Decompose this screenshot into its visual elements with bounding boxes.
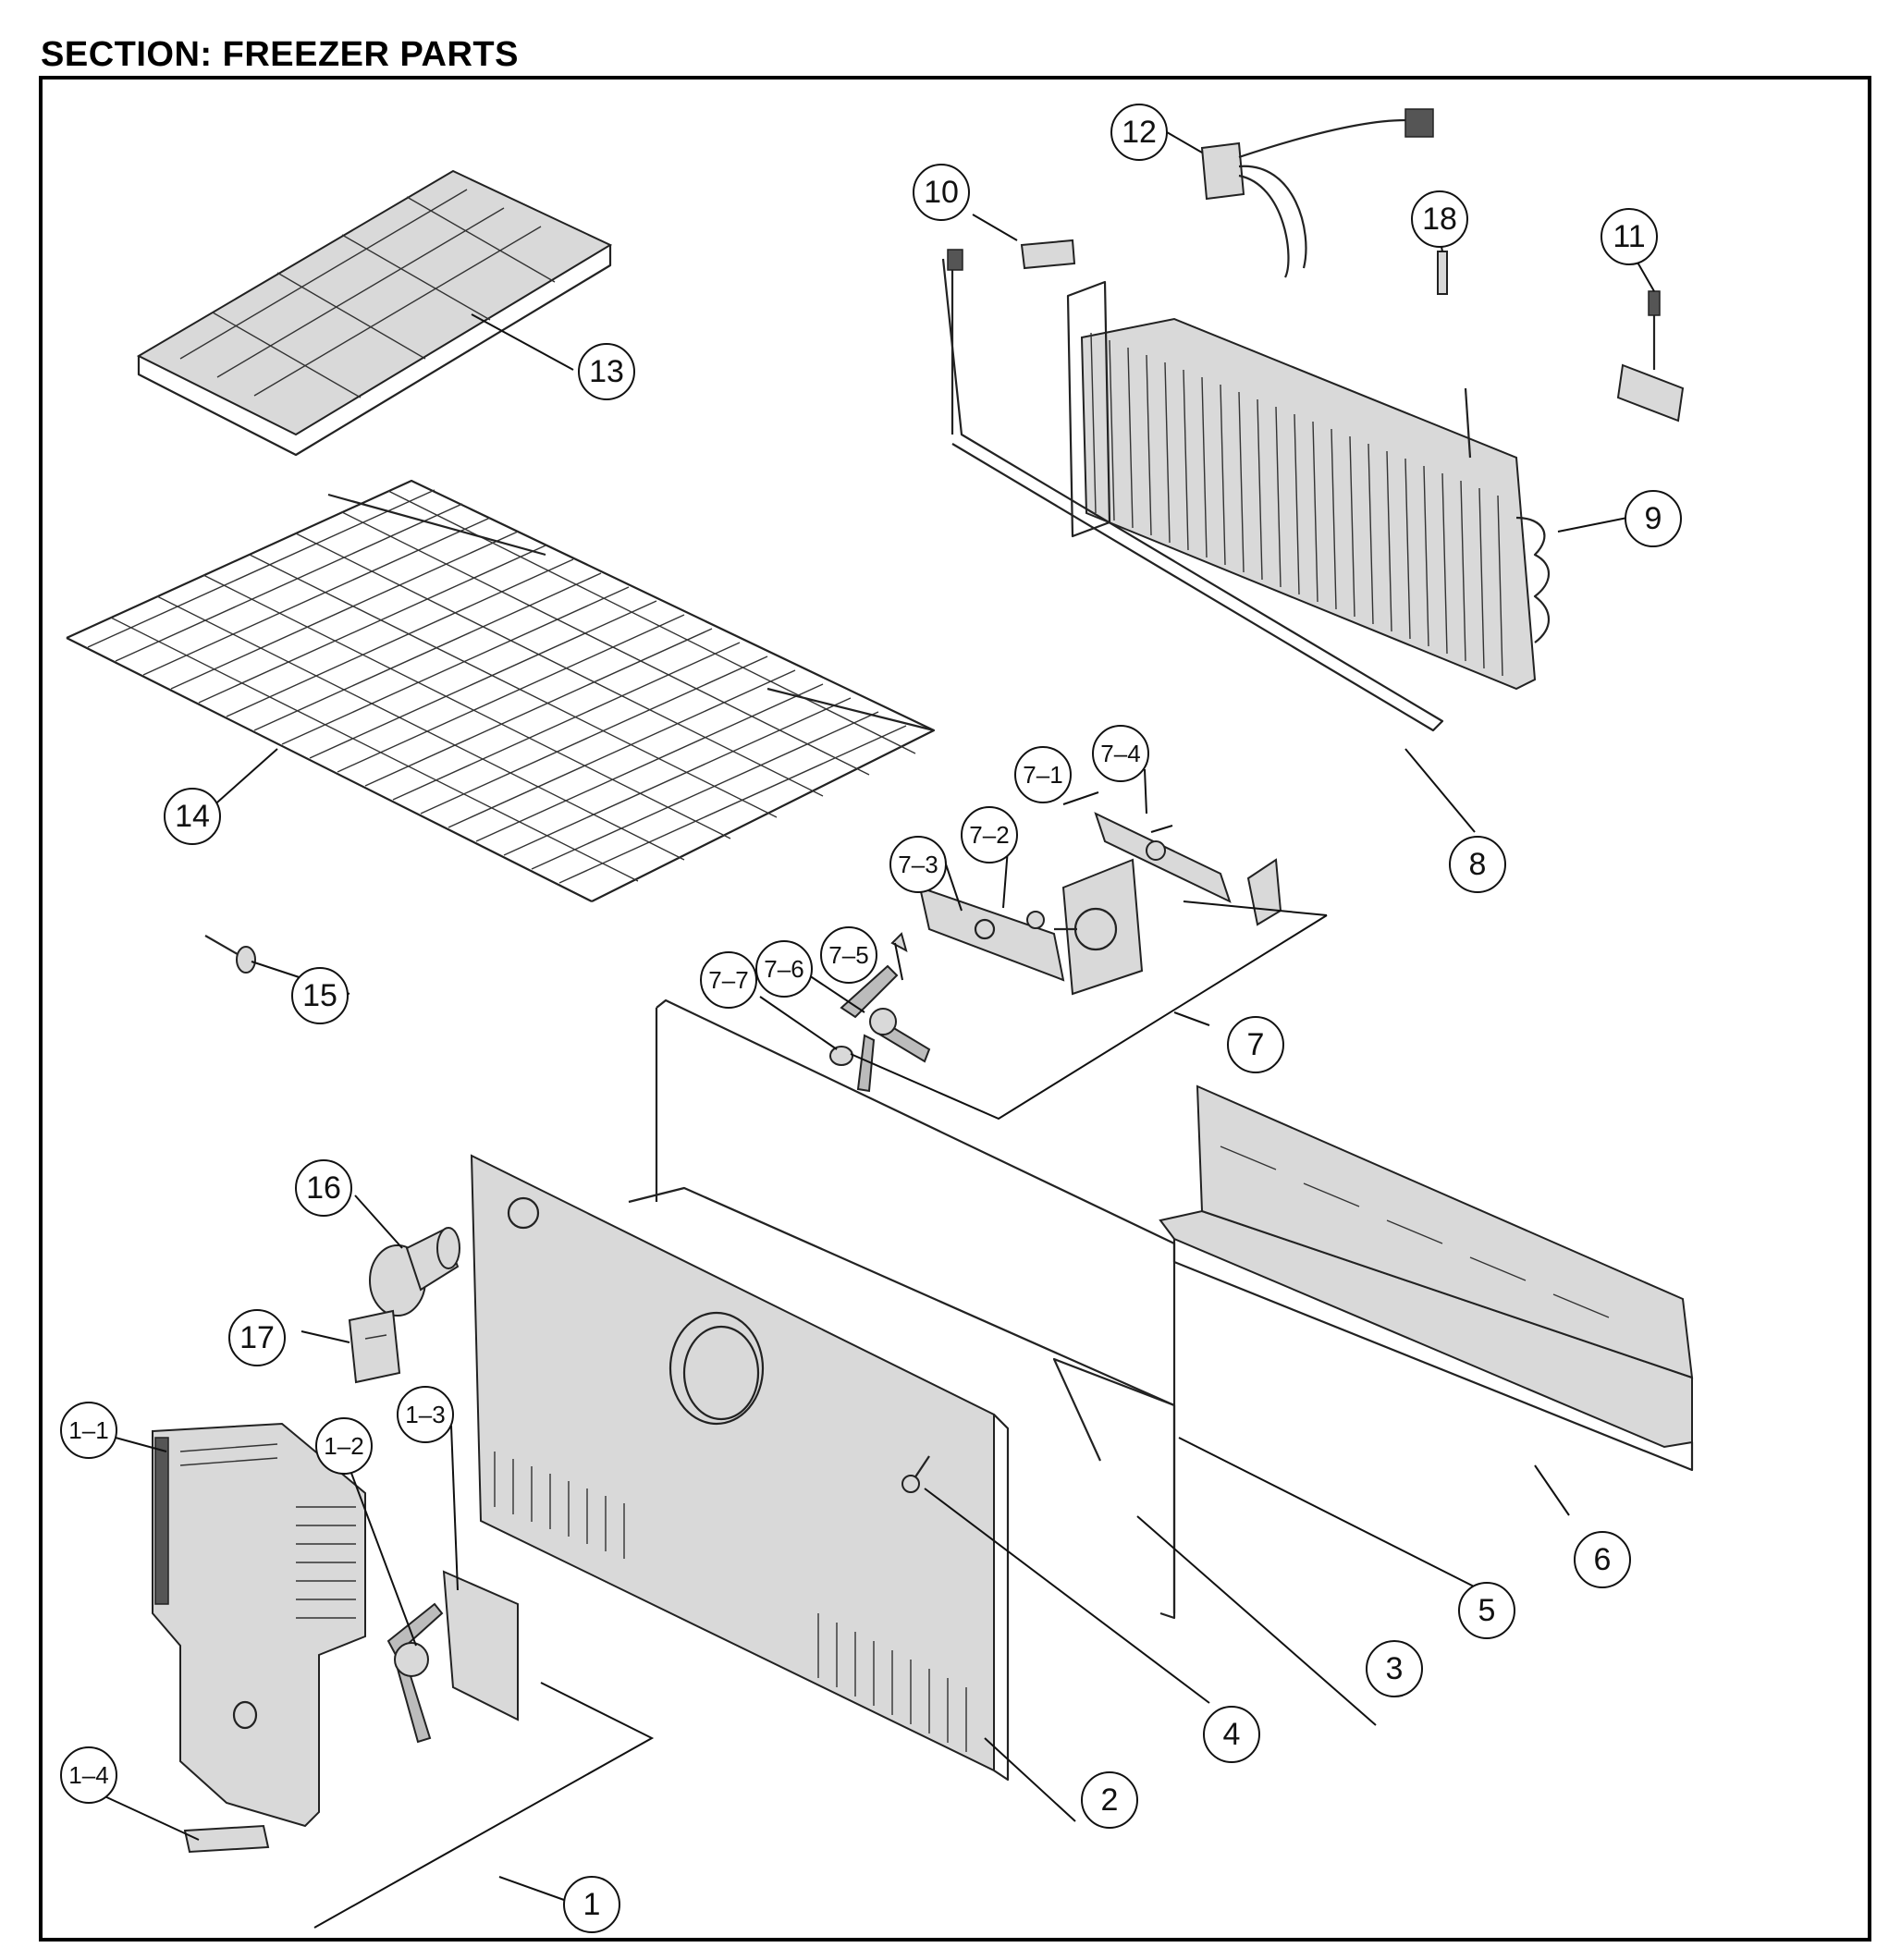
svg-text:7–1: 7–1 xyxy=(1023,761,1062,789)
ice-tray xyxy=(136,169,613,457)
svg-text:1: 1 xyxy=(583,1887,601,1922)
svg-text:7–2: 7–2 xyxy=(969,821,1009,849)
callout-8: 8 xyxy=(1449,836,1506,893)
svg-text:4: 4 xyxy=(1223,1717,1241,1752)
rear-panel xyxy=(470,1154,1010,1782)
svg-text:7–6: 7–6 xyxy=(764,955,803,983)
pad-part xyxy=(183,1824,270,1854)
callout-11: 11 xyxy=(1601,208,1658,265)
svg-text:7–3: 7–3 xyxy=(898,851,938,878)
svg-text:18: 18 xyxy=(1422,202,1457,237)
gasket-frame xyxy=(655,998,1176,1613)
callout-6: 6 xyxy=(1574,1531,1631,1588)
diagram-frame xyxy=(39,76,1871,1942)
evaporator-cover xyxy=(1159,1084,1694,1472)
callout-4: 4 xyxy=(1203,1706,1260,1763)
svg-text:1–3: 1–3 xyxy=(405,1401,445,1428)
callout-3: 3 xyxy=(1366,1640,1423,1697)
callout-16: 16 xyxy=(295,1159,352,1217)
cover-tab-part xyxy=(348,1309,401,1384)
svg-text:7: 7 xyxy=(1247,1027,1265,1062)
callout-14: 14 xyxy=(164,788,221,845)
callout-7-5: 7–5 xyxy=(820,926,877,984)
svg-text:1–4: 1–4 xyxy=(68,1761,108,1789)
svg-text:11: 11 xyxy=(1613,219,1645,254)
svg-text:12: 12 xyxy=(1122,115,1157,150)
clip-part xyxy=(1020,239,1076,270)
svg-text:3: 3 xyxy=(1386,1651,1404,1686)
svg-text:14: 14 xyxy=(175,799,210,834)
callout-5: 5 xyxy=(1458,1582,1515,1639)
callout-1-1: 1–1 xyxy=(60,1402,117,1459)
callout-1-3: 1–3 xyxy=(397,1386,454,1443)
svg-text:7–4: 7–4 xyxy=(1100,740,1140,767)
callout-7-1: 7–1 xyxy=(1014,746,1072,803)
callout-13: 13 xyxy=(578,343,635,400)
heater-connector xyxy=(1616,290,1685,423)
svg-text:5: 5 xyxy=(1478,1593,1496,1628)
fan-blade-small xyxy=(386,1602,444,1744)
svg-text:15: 15 xyxy=(302,978,337,1013)
svg-text:13: 13 xyxy=(589,354,624,389)
svg-text:8: 8 xyxy=(1469,847,1487,882)
callout-7: 7 xyxy=(1227,1016,1284,1073)
svg-text:17: 17 xyxy=(239,1320,275,1355)
evaporator xyxy=(941,249,1550,732)
svg-text:2: 2 xyxy=(1101,1782,1119,1818)
callout-10: 10 xyxy=(913,164,970,221)
callout-1: 1 xyxy=(563,1876,620,1933)
group-1-bracket-line xyxy=(313,1682,655,1929)
callout-7-4: 7–4 xyxy=(1092,725,1149,782)
callout-17: 17 xyxy=(228,1309,286,1366)
callout-15: 15 xyxy=(291,967,349,1024)
callout-7-7: 7–7 xyxy=(700,951,757,1009)
svg-text:10: 10 xyxy=(924,175,959,210)
callout-9: 9 xyxy=(1625,490,1682,547)
callout-7-3: 7–3 xyxy=(889,836,947,893)
knob-part xyxy=(369,1227,460,1317)
callout-12: 12 xyxy=(1110,104,1168,161)
callout-18: 18 xyxy=(1411,190,1468,248)
wire-shelf xyxy=(66,479,936,902)
svg-text:9: 9 xyxy=(1645,501,1662,536)
pin-part xyxy=(204,935,256,974)
fan-motor-assembly xyxy=(829,812,1328,1121)
callout-1-2: 1–2 xyxy=(315,1417,373,1475)
svg-text:7–5: 7–5 xyxy=(828,941,868,969)
callout-7-2: 7–2 xyxy=(961,806,1018,864)
svg-text:16: 16 xyxy=(306,1170,341,1206)
svg-text:1–1: 1–1 xyxy=(68,1416,108,1444)
svg-text:6: 6 xyxy=(1594,1542,1612,1577)
sensor-part xyxy=(1437,251,1448,295)
svg-text:7–7: 7–7 xyxy=(708,966,748,994)
svg-text:1–2: 1–2 xyxy=(324,1432,363,1460)
wire-harness xyxy=(1200,108,1434,278)
callout-2: 2 xyxy=(1081,1771,1138,1829)
page-title: SECTION: FREEZER PARTS xyxy=(41,35,519,74)
callout-1-4: 1–4 xyxy=(60,1746,117,1804)
callout-7-6: 7–6 xyxy=(755,940,813,998)
screw-part xyxy=(901,1455,930,1493)
duct-cover xyxy=(152,1422,366,1828)
small-bracket xyxy=(442,1570,519,1721)
